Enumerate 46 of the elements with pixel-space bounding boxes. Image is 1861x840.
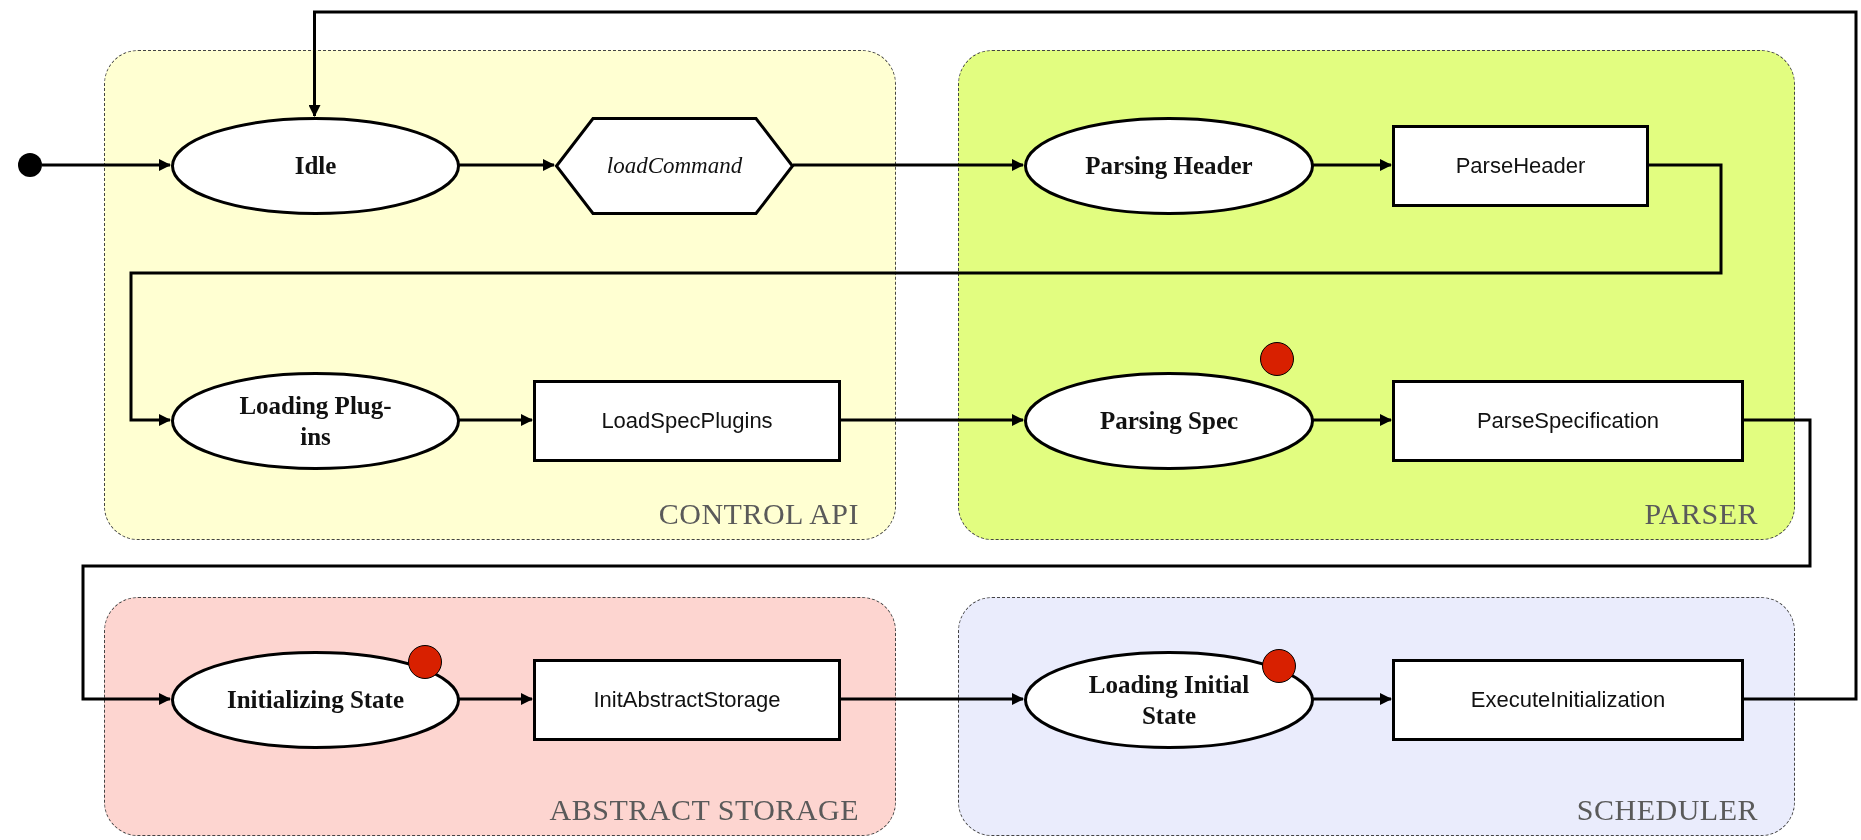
state-ellipse [1024,651,1314,749]
event-label: loadCommand [606,153,743,179]
arrow [459,693,533,705]
action-label: ExecuteInitialization [1470,687,1666,713]
arrow [459,159,555,171]
swimlane-panel [104,50,896,540]
swimlane-panel [104,597,896,836]
lane-label: ABSTRACT STORAGE [549,793,859,827]
state-ellipse [1024,117,1314,215]
state-ellipse [171,651,460,749]
arrow [1313,159,1392,171]
state-label: Parsing Spec [1099,406,1239,437]
arrow [42,159,171,171]
state-ellipse [171,372,460,470]
arrow [459,414,533,426]
arrow [840,693,1024,705]
lane-label: SCHEDULER [1576,793,1758,827]
state-label: Loading Plug-ins [238,390,393,452]
state-ellipse [171,117,460,215]
lane-label: CONTROL API [658,497,859,531]
action-label: ParseSpecification [1476,408,1660,434]
action-box [533,380,841,462]
action-box [533,659,841,741]
arrow [129,163,1723,426]
state-label: Initializing State [226,685,405,716]
arrow [840,414,1024,426]
swimlane-panel [958,50,1795,540]
event-hexagon [555,117,794,215]
action-label: LoadSpecPlugins [601,408,773,434]
arrow [308,10,1858,701]
arrow [793,159,1024,171]
arrow [1313,693,1392,705]
action-box [1392,659,1744,741]
arrow [1313,414,1392,426]
action-label: ParseHeader [1455,153,1586,179]
initial-state-dot [18,153,42,177]
action-box [1392,380,1744,462]
state-label: Idle [294,151,337,182]
state-label: Parsing Header [1085,151,1253,182]
action-box [1392,125,1649,207]
action-label: InitAbstractStorage [593,687,781,713]
state-label: Loading Initial State [1087,669,1251,731]
state-ellipse [1024,372,1314,470]
arrow [81,418,1812,705]
swimlane-panel [958,597,1795,836]
lane-label: PARSER [1644,497,1758,531]
